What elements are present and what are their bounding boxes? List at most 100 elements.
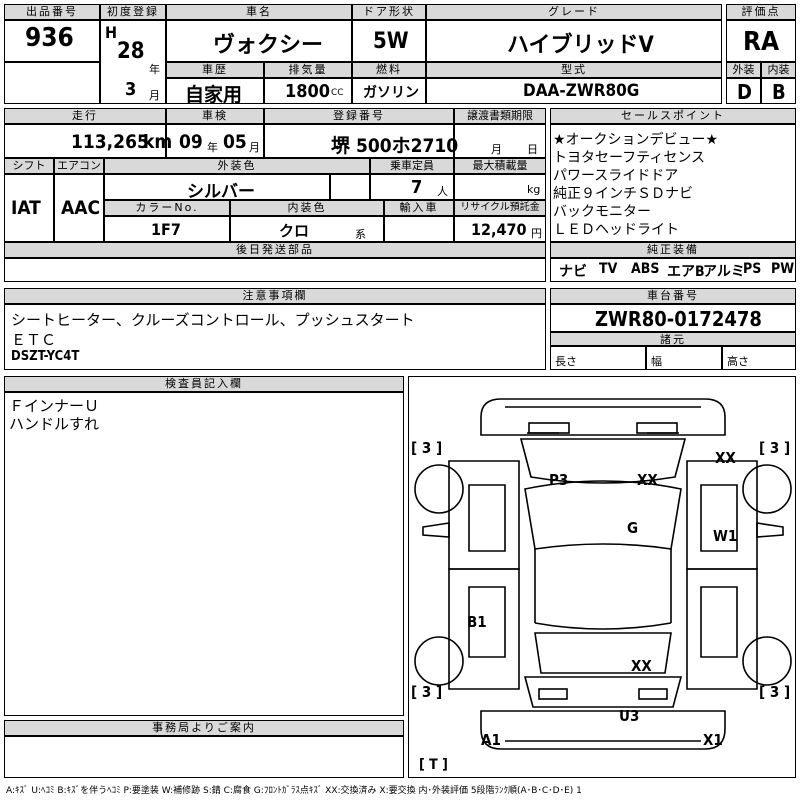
transfer-cell: 月 日 <box>454 124 546 158</box>
car-outline <box>414 398 792 750</box>
color-no-cell: 1F7 <box>104 216 230 242</box>
inspector-line: ＦインナーＵ <box>9 397 100 415</box>
ac-cell: AAC <box>54 174 104 242</box>
office-cell <box>4 736 404 778</box>
displacement-unit: CC <box>331 88 344 98</box>
equipment-abs: ABS <box>631 261 660 277</box>
door-type: 5W <box>373 29 409 54</box>
exterior-header: 外装 <box>726 62 761 78</box>
color-cell: シルバー <box>104 174 330 202</box>
mark-w1: W1 <box>713 527 738 545</box>
sales-point-item: トヨタセーフティセンス <box>553 150 706 166</box>
mark-p3: P3 <box>549 471 569 489</box>
color-no-header: カラーNo. <box>104 200 230 216</box>
recycle-header: リサイクル預託金 <box>454 200 546 216</box>
mark-x1: X1 <box>703 731 723 749</box>
spec-header: 諸元 <box>550 332 796 346</box>
chassis-cell: ZWR80-0172478 <box>550 304 796 332</box>
chassis-header: 車台番号 <box>550 288 796 304</box>
mark-a1: A1 <box>481 731 501 749</box>
transfer-month-unit: 月 <box>491 143 502 156</box>
history-header: 車歴 <box>166 62 264 78</box>
mileage-cell: 113,265 km <box>4 124 172 158</box>
max-load-cell: kg <box>454 174 546 200</box>
equipment-alloy: アルミ <box>703 264 745 280</box>
air-conditioner: AAC <box>61 197 101 219</box>
shift-cell: IAT <box>4 174 54 242</box>
import-cell <box>384 216 454 242</box>
mileage: 113,265 <box>71 131 149 153</box>
inspector-line: ハンドルすれ <box>9 415 100 433</box>
max-load-header: 最大積載量 <box>454 158 546 174</box>
equipment-tv: TV <box>599 261 618 277</box>
capacity-cell: 7 人 <box>370 174 454 200</box>
legend: A:ｷｽﾞ U:ﾍｺﾐ B:ｷｽﾞを伴うﾍｺﾐ P:要塗装 W:補修跡 S:錆 … <box>6 786 582 796</box>
plate-header: 登録番号 <box>264 108 454 124</box>
score-cell: RA <box>726 20 796 62</box>
width-label: 幅 <box>651 355 662 368</box>
inspector-header: 検査員記入欄 <box>4 376 404 392</box>
color-number: 1F7 <box>151 220 181 239</box>
score-header: 評価点 <box>726 4 796 20</box>
fuel: ガソリン <box>363 85 419 101</box>
import-header: 輸入車 <box>384 200 454 216</box>
car-name: ヴォクシー <box>213 33 324 58</box>
max-load-unit: kg <box>527 183 541 196</box>
interior-color: クロ <box>279 222 310 240</box>
exterior-grade: D <box>737 80 752 104</box>
sales-point-item: 純正９インチＳＤナビ <box>553 186 693 202</box>
capacity-header: 乗車定員 <box>370 158 454 174</box>
sales-point-item: ★オークションデビュー★ <box>553 132 719 148</box>
equipment-header: 純正装備 <box>550 242 796 258</box>
int-color-header: 内装色 <box>230 200 384 216</box>
width-cell: 幅 <box>646 346 722 370</box>
grade-cell: ハイブリッドV <box>426 20 722 62</box>
sales-point-item: バックモニター <box>553 204 651 220</box>
capacity: 7 <box>411 177 423 198</box>
history: 自家用 <box>185 84 243 106</box>
height-label: 高さ <box>727 355 749 368</box>
car-condition-diagram: [ 3 ] [ 3 ] [ 3 ] [ 3 ] P3 XX XX G W1 B1… <box>408 376 796 778</box>
rear-right-tire-mark: [ 3 ] <box>759 683 791 701</box>
color-header: 外装色 <box>104 158 370 174</box>
grade: ハイブリッドV <box>507 33 654 58</box>
mark-u3: U3 <box>619 707 640 725</box>
shift-header: シフト <box>4 158 54 174</box>
mileage-unit: km <box>143 131 173 153</box>
notes-cell: シートヒーター、クルーズコントロール、プッシュスタート ＥＴＣ DSZT-YC4… <box>4 304 546 370</box>
score: RA <box>743 27 780 57</box>
mileage-header: 走行 <box>4 108 166 124</box>
mark-xx-front-right: XX <box>715 449 736 467</box>
mark-b1: B1 <box>467 613 487 631</box>
transfer-header: 譲渡書類期限 <box>454 108 546 124</box>
interior-cell: B <box>761 78 796 104</box>
ac-header: エアコン <box>54 158 104 174</box>
sales-points-cell: ★オークションデビュー★ トヨタセーフティセンス パワースライドドア 純正９イン… <box>550 124 796 242</box>
length-label: 長さ <box>555 355 577 368</box>
exterior-cell: D <box>726 78 761 104</box>
equipment-pw: PW <box>771 261 795 277</box>
interior-header: 内装 <box>761 62 796 78</box>
color-extra-cell <box>330 174 370 200</box>
interior-grade: B <box>772 80 786 104</box>
door-header: ドア形状 <box>352 4 426 20</box>
mark-t: [ T ] <box>419 757 448 773</box>
sales-points-header: セールスポイント <box>550 108 796 124</box>
fuel-cell: ガソリン <box>352 78 426 104</box>
first-reg-cell: H 28 年 3 月 <box>100 20 166 104</box>
transfer-day-unit: 日 <box>527 143 538 156</box>
equipment-ps: PS <box>743 261 762 277</box>
mark-xx-hood: XX <box>637 471 658 489</box>
note-line: ＥＴＣ <box>11 331 57 349</box>
body-color: シルバー <box>187 182 255 202</box>
inspection-year: 09 <box>179 131 203 153</box>
shift: IAT <box>11 197 41 219</box>
lot-no: 936 <box>25 23 74 53</box>
int-color-cell: クロ 系 <box>230 216 384 242</box>
model-header: 型式 <box>426 62 722 78</box>
plate-cell: 堺 500ホ2710 <box>264 124 458 158</box>
inspection-cell: 09 年 05 月 <box>166 124 264 158</box>
month-unit: 月 <box>149 89 160 102</box>
era: H <box>105 23 118 42</box>
note-line: DSZT-YC4T <box>11 349 80 364</box>
